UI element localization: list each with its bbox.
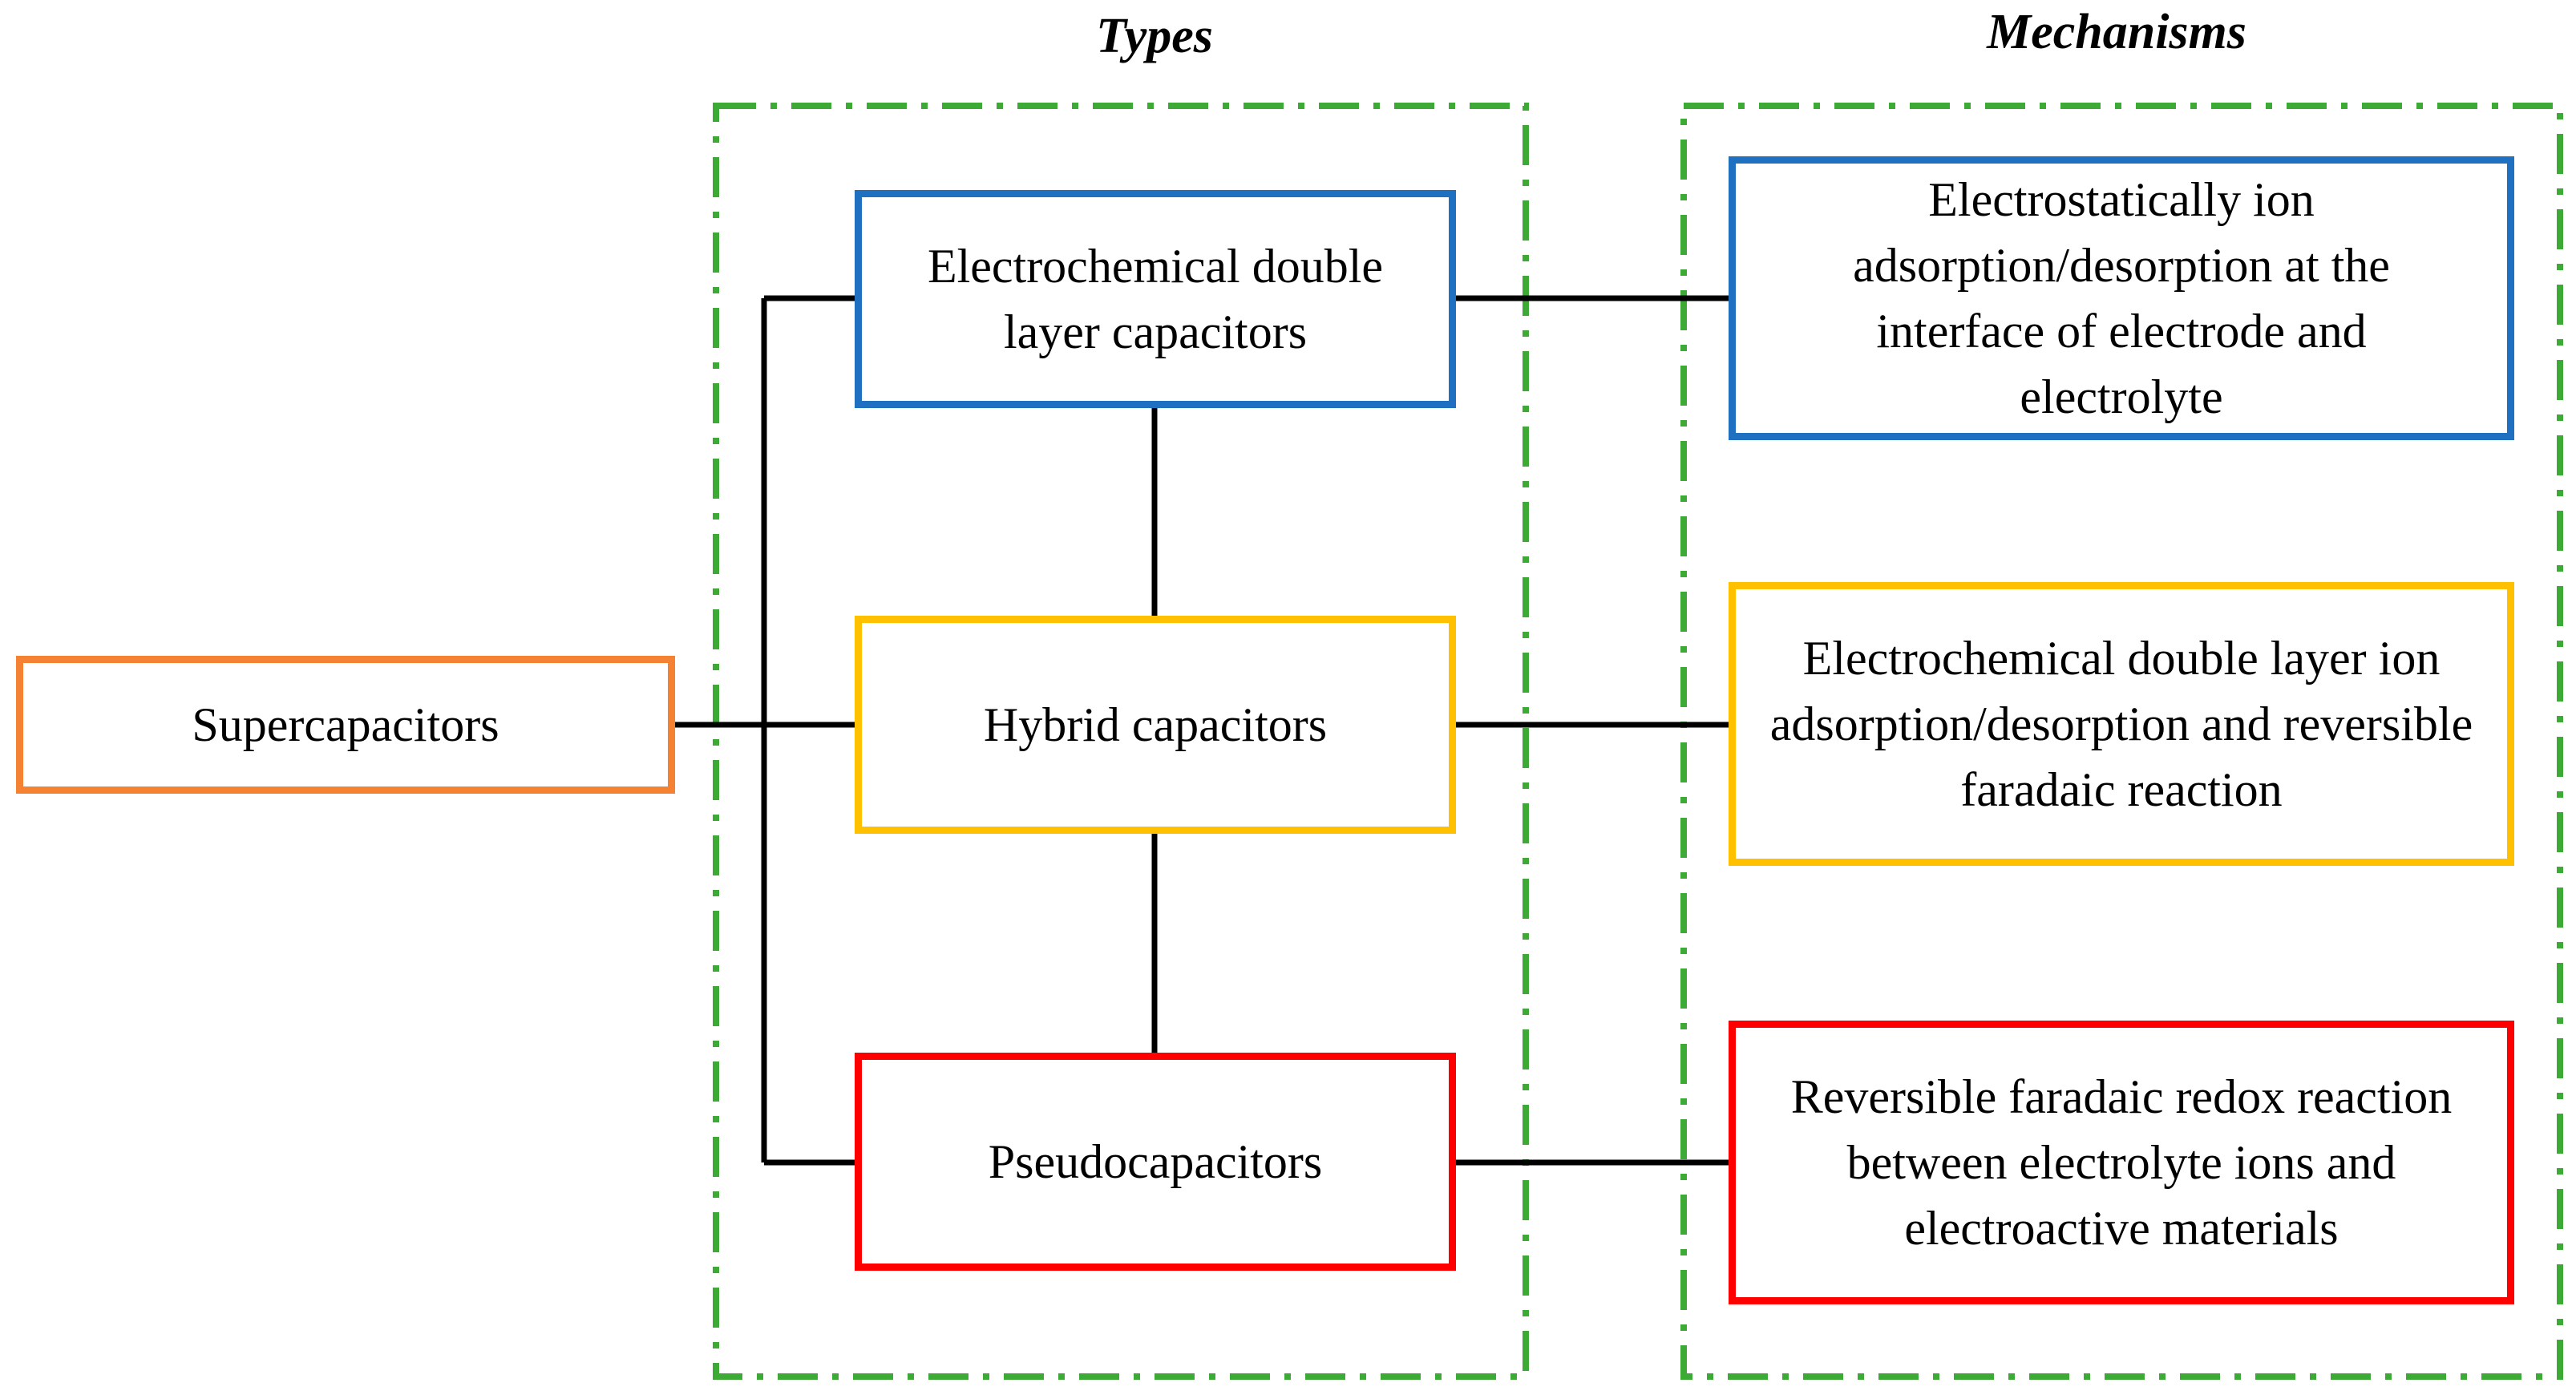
types-group-frame <box>713 103 1529 1380</box>
pseudo-mechanism-node: Reversible faradaic redox reaction betwe… <box>1729 1021 2514 1304</box>
edlc-type-node: Electrochemical double layer capacitors <box>855 190 1456 408</box>
hybrid-mechanism-node: Electrochemical double layer ion adsorpt… <box>1729 582 2514 866</box>
hybrid-type-node: Hybrid capacitors <box>855 616 1456 834</box>
supercapacitors-node: Supercapacitors <box>16 656 675 794</box>
types-heading: Types <box>1096 9 1213 63</box>
pseudo-type-node: Pseudocapacitors <box>855 1053 1456 1271</box>
mechanisms-group-frame <box>1680 103 2563 1380</box>
mechanisms-heading: Mechanisms <box>1987 5 2246 59</box>
edlc-mechanism-node: Electrostatically ion adsorption/desorpt… <box>1729 156 2514 440</box>
